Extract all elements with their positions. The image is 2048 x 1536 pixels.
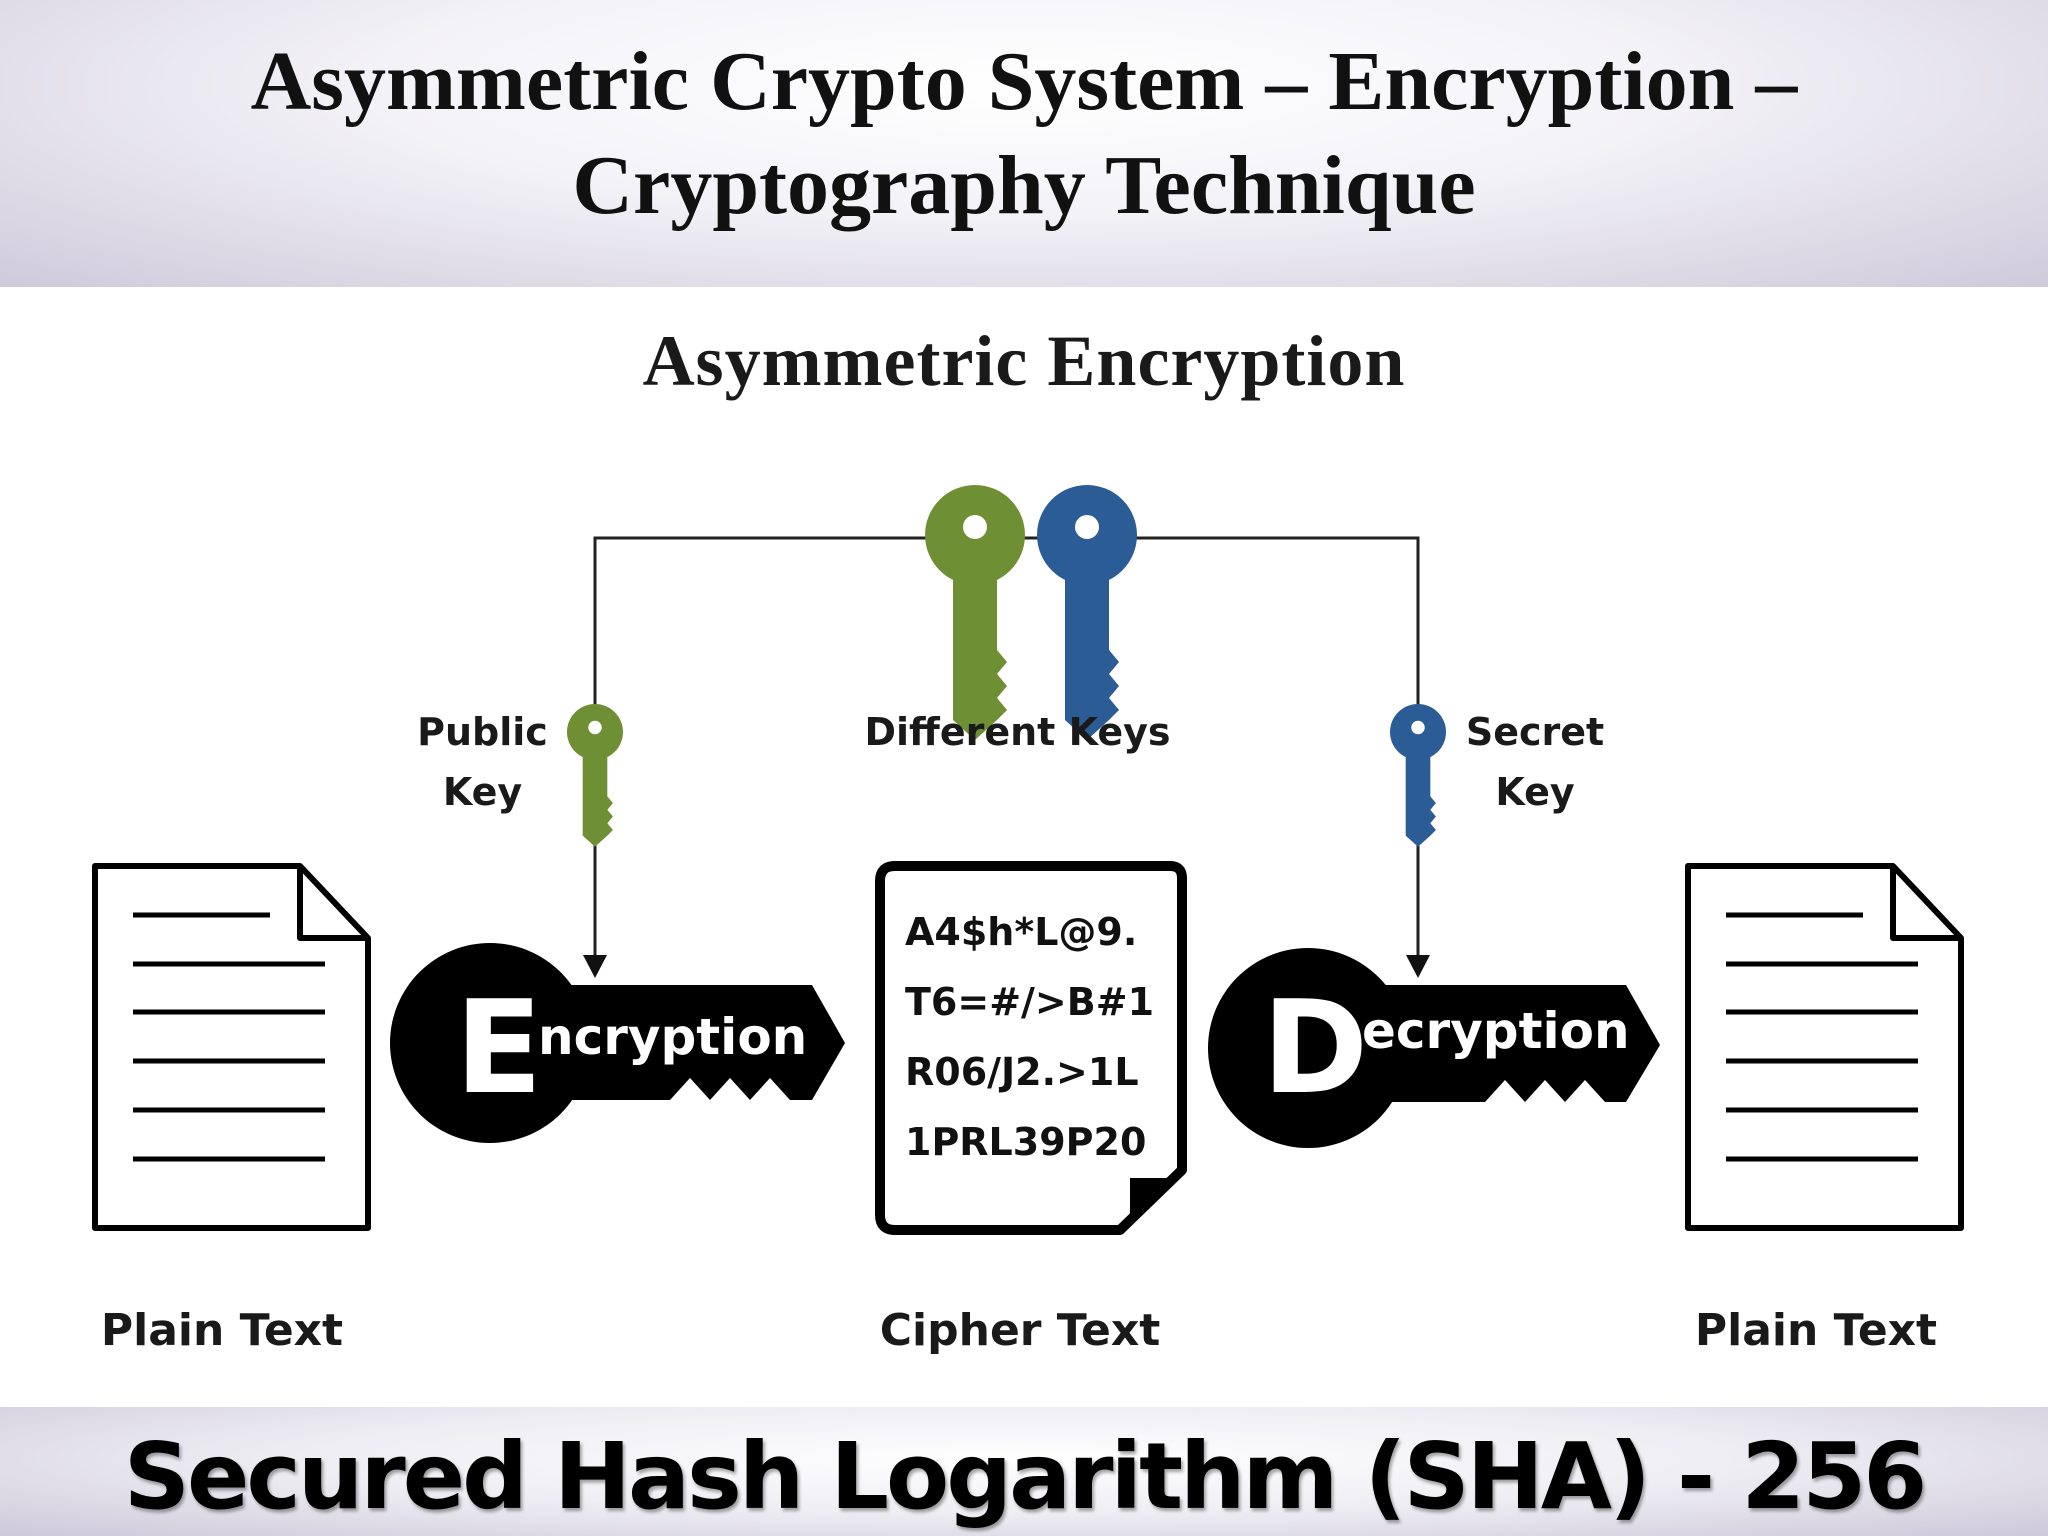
slide-header: Asymmetric Crypto System – Encryption – … (0, 0, 2048, 287)
slide-footer: Secured Hash Logarithm (SHA) - 256 (0, 1407, 2048, 1536)
arrow-to-encryption (583, 955, 607, 978)
public-key-label: Public Key (400, 702, 565, 822)
plain-text-document-right (1685, 863, 1964, 1231)
encryption-initial: E (455, 974, 543, 1123)
encryption-key-shape (390, 943, 845, 1143)
cipher-line-3: R06/J2.>1L (905, 1050, 1139, 1094)
secret-key-icon (1390, 704, 1446, 847)
cipher-line-1: A4$h*L@9. (905, 910, 1138, 954)
blue-key-icon (1037, 485, 1137, 740)
secret-key-label-line-1: Secret (1465, 710, 1605, 754)
encryption-label: ncryption (538, 1008, 808, 1066)
diagram-title: Asymmetric Encryption (642, 321, 1406, 401)
cipher-line-4: 1PRL39P20 (905, 1120, 1147, 1164)
plain-text-label-left: Plain Text (100, 1305, 344, 1356)
different-keys-label: Different Keys (864, 710, 1171, 754)
plain-text-label-right: Plain Text (1694, 1305, 1938, 1356)
cipher-text-box (875, 861, 1187, 1235)
decryption-initial: D (1262, 974, 1369, 1123)
public-key-label-line-1: Public (417, 710, 548, 754)
plain-text-document-left (92, 863, 371, 1231)
decryption-label: ecryption (1362, 1002, 1630, 1060)
slide-title-line-2: Cryptography Technique (572, 139, 1476, 232)
public-key-icon (567, 704, 623, 847)
footer-title: Secured Hash Logarithm (SHA) - 256 (123, 1423, 1928, 1530)
public-key-label-line-2: Key (442, 770, 523, 814)
secret-key-label-line-2: Key (1495, 770, 1575, 814)
decryption-key-shape (1208, 948, 1660, 1148)
green-key-icon (925, 485, 1025, 740)
slide-title: Asymmetric Crypto System – Encryption – … (0, 30, 2048, 238)
slide-title-line-1: Asymmetric Crypto System – Encryption – (250, 35, 1798, 128)
arrow-to-decryption (1406, 955, 1430, 978)
cipher-text-label: Cipher Text (879, 1305, 1161, 1356)
secret-key-label: Secret Key (1450, 702, 1620, 822)
cipher-line-2: T6=#/>B#1 (905, 980, 1155, 1024)
